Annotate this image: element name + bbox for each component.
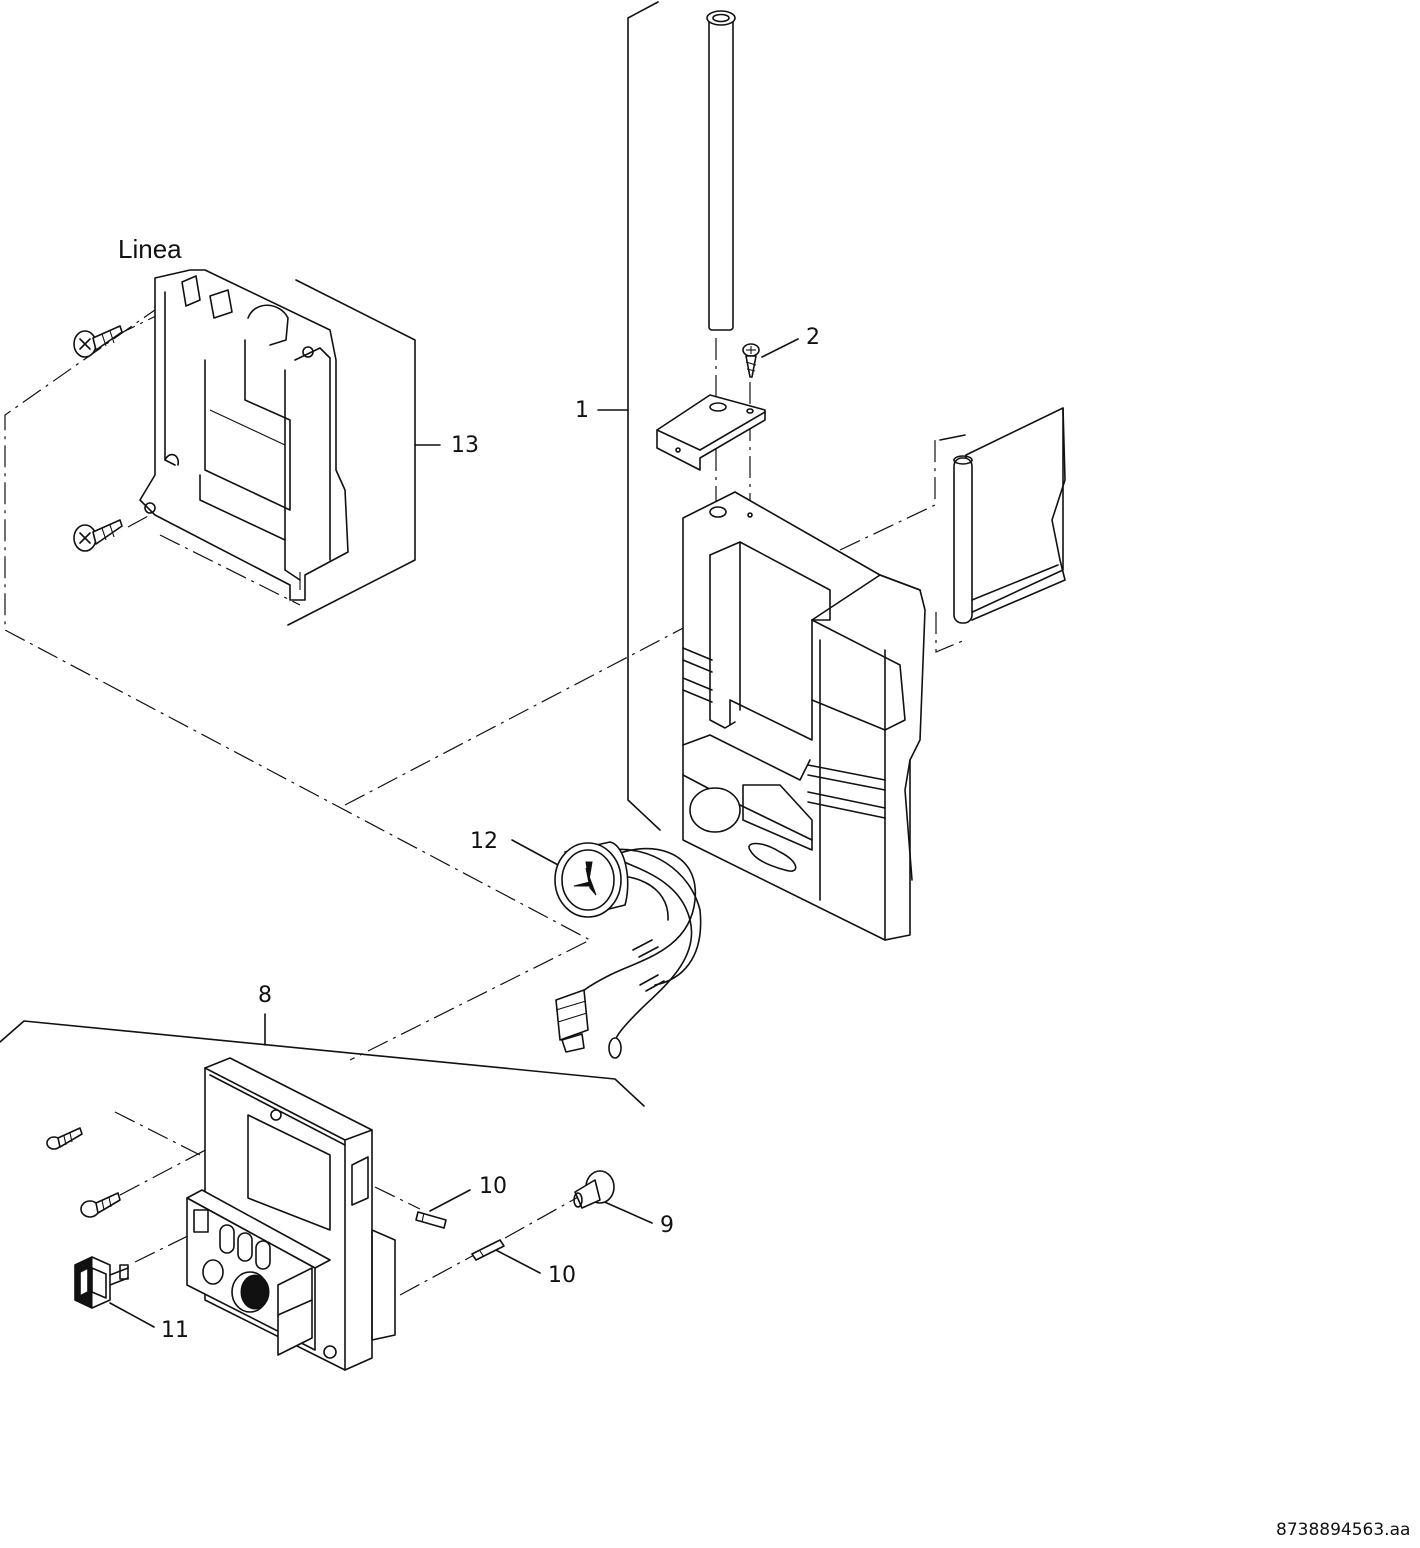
callout-11: 11 [161, 1318, 189, 1343]
callout-1: 1 [575, 398, 589, 423]
pipe-rod [706, 10, 736, 331]
callout-13: 13 [451, 433, 479, 458]
callout-10-upper: 10 [479, 1174, 507, 1199]
mounting-plate [656, 394, 766, 471]
housing-frame-1 [682, 491, 926, 941]
wall-bracket-13 [139, 269, 349, 601]
callout-12: 12 [470, 829, 498, 854]
screw-icon [73, 519, 123, 552]
control-panel-8 [186, 1057, 396, 1371]
document-id: 8738894563.aa [1276, 1520, 1411, 1540]
screw-icon [80, 1192, 121, 1218]
callout-2: 2 [806, 325, 820, 350]
fuse-icon [471, 1239, 505, 1261]
fuse-icon [415, 1211, 447, 1229]
callout-8: 8 [258, 983, 272, 1008]
screw-icon [73, 325, 123, 358]
leader-lines [0, 1, 799, 1328]
screw-icon [742, 343, 760, 378]
side-panel [939, 407, 1066, 624]
screw-icon [46, 1127, 83, 1150]
diagram-title: Linea [118, 234, 182, 264]
knob-icon [573, 1170, 615, 1209]
callout-10-lower: 10 [548, 1263, 576, 1288]
callout-9: 9 [660, 1213, 674, 1238]
rocker-switch-icon [74, 1256, 129, 1309]
pressure-gauge-12 [554, 841, 702, 1059]
